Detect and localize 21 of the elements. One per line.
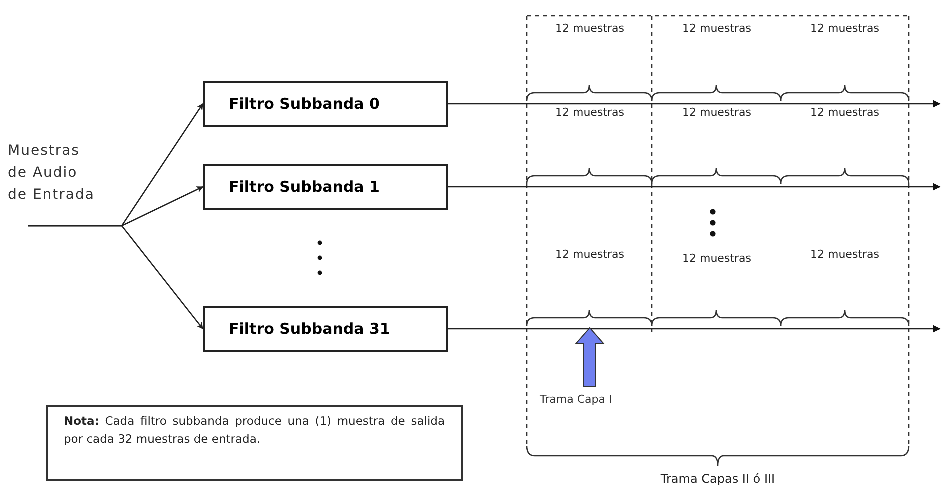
- filter-box: Filtro Subbanda 0: [203, 81, 448, 127]
- sample-count-label: 12 muestras: [555, 247, 625, 263]
- sample-count-label: 12 muestras: [682, 251, 752, 267]
- sample-count-label: 12 muestras: [555, 105, 625, 121]
- note-box: Nota: Cada filtro subbanda produce una (1) muestra de salida por cada 32 muestras de entrada.: [46, 405, 463, 481]
- frame-label: Trama Capa I: [540, 393, 640, 411]
- sample-count-label: 12 muestras: [682, 105, 752, 121]
- sample-count-label: 12 muestras: [682, 21, 752, 37]
- filter-box: Filtro Subbanda 31: [203, 306, 448, 352]
- sample-count-label: 12 muestras: [810, 21, 880, 37]
- output-line: [448, 325, 941, 333]
- input-label: Muestras de Audio de Entrada: [8, 140, 98, 206]
- sample-count-label: 12 muestras: [555, 21, 625, 37]
- output-line: [448, 100, 941, 108]
- arrow: [28, 225, 204, 330]
- frame-label: Trama Capas II ó III: [660, 471, 776, 488]
- sample-count-label: 12 muestras: [810, 247, 880, 263]
- output-line: [448, 183, 941, 191]
- filter-box: Filtro Subbanda 1: [203, 164, 448, 210]
- block-arrow: [574, 327, 606, 388]
- sample-count-label: 12 muestras: [810, 105, 880, 121]
